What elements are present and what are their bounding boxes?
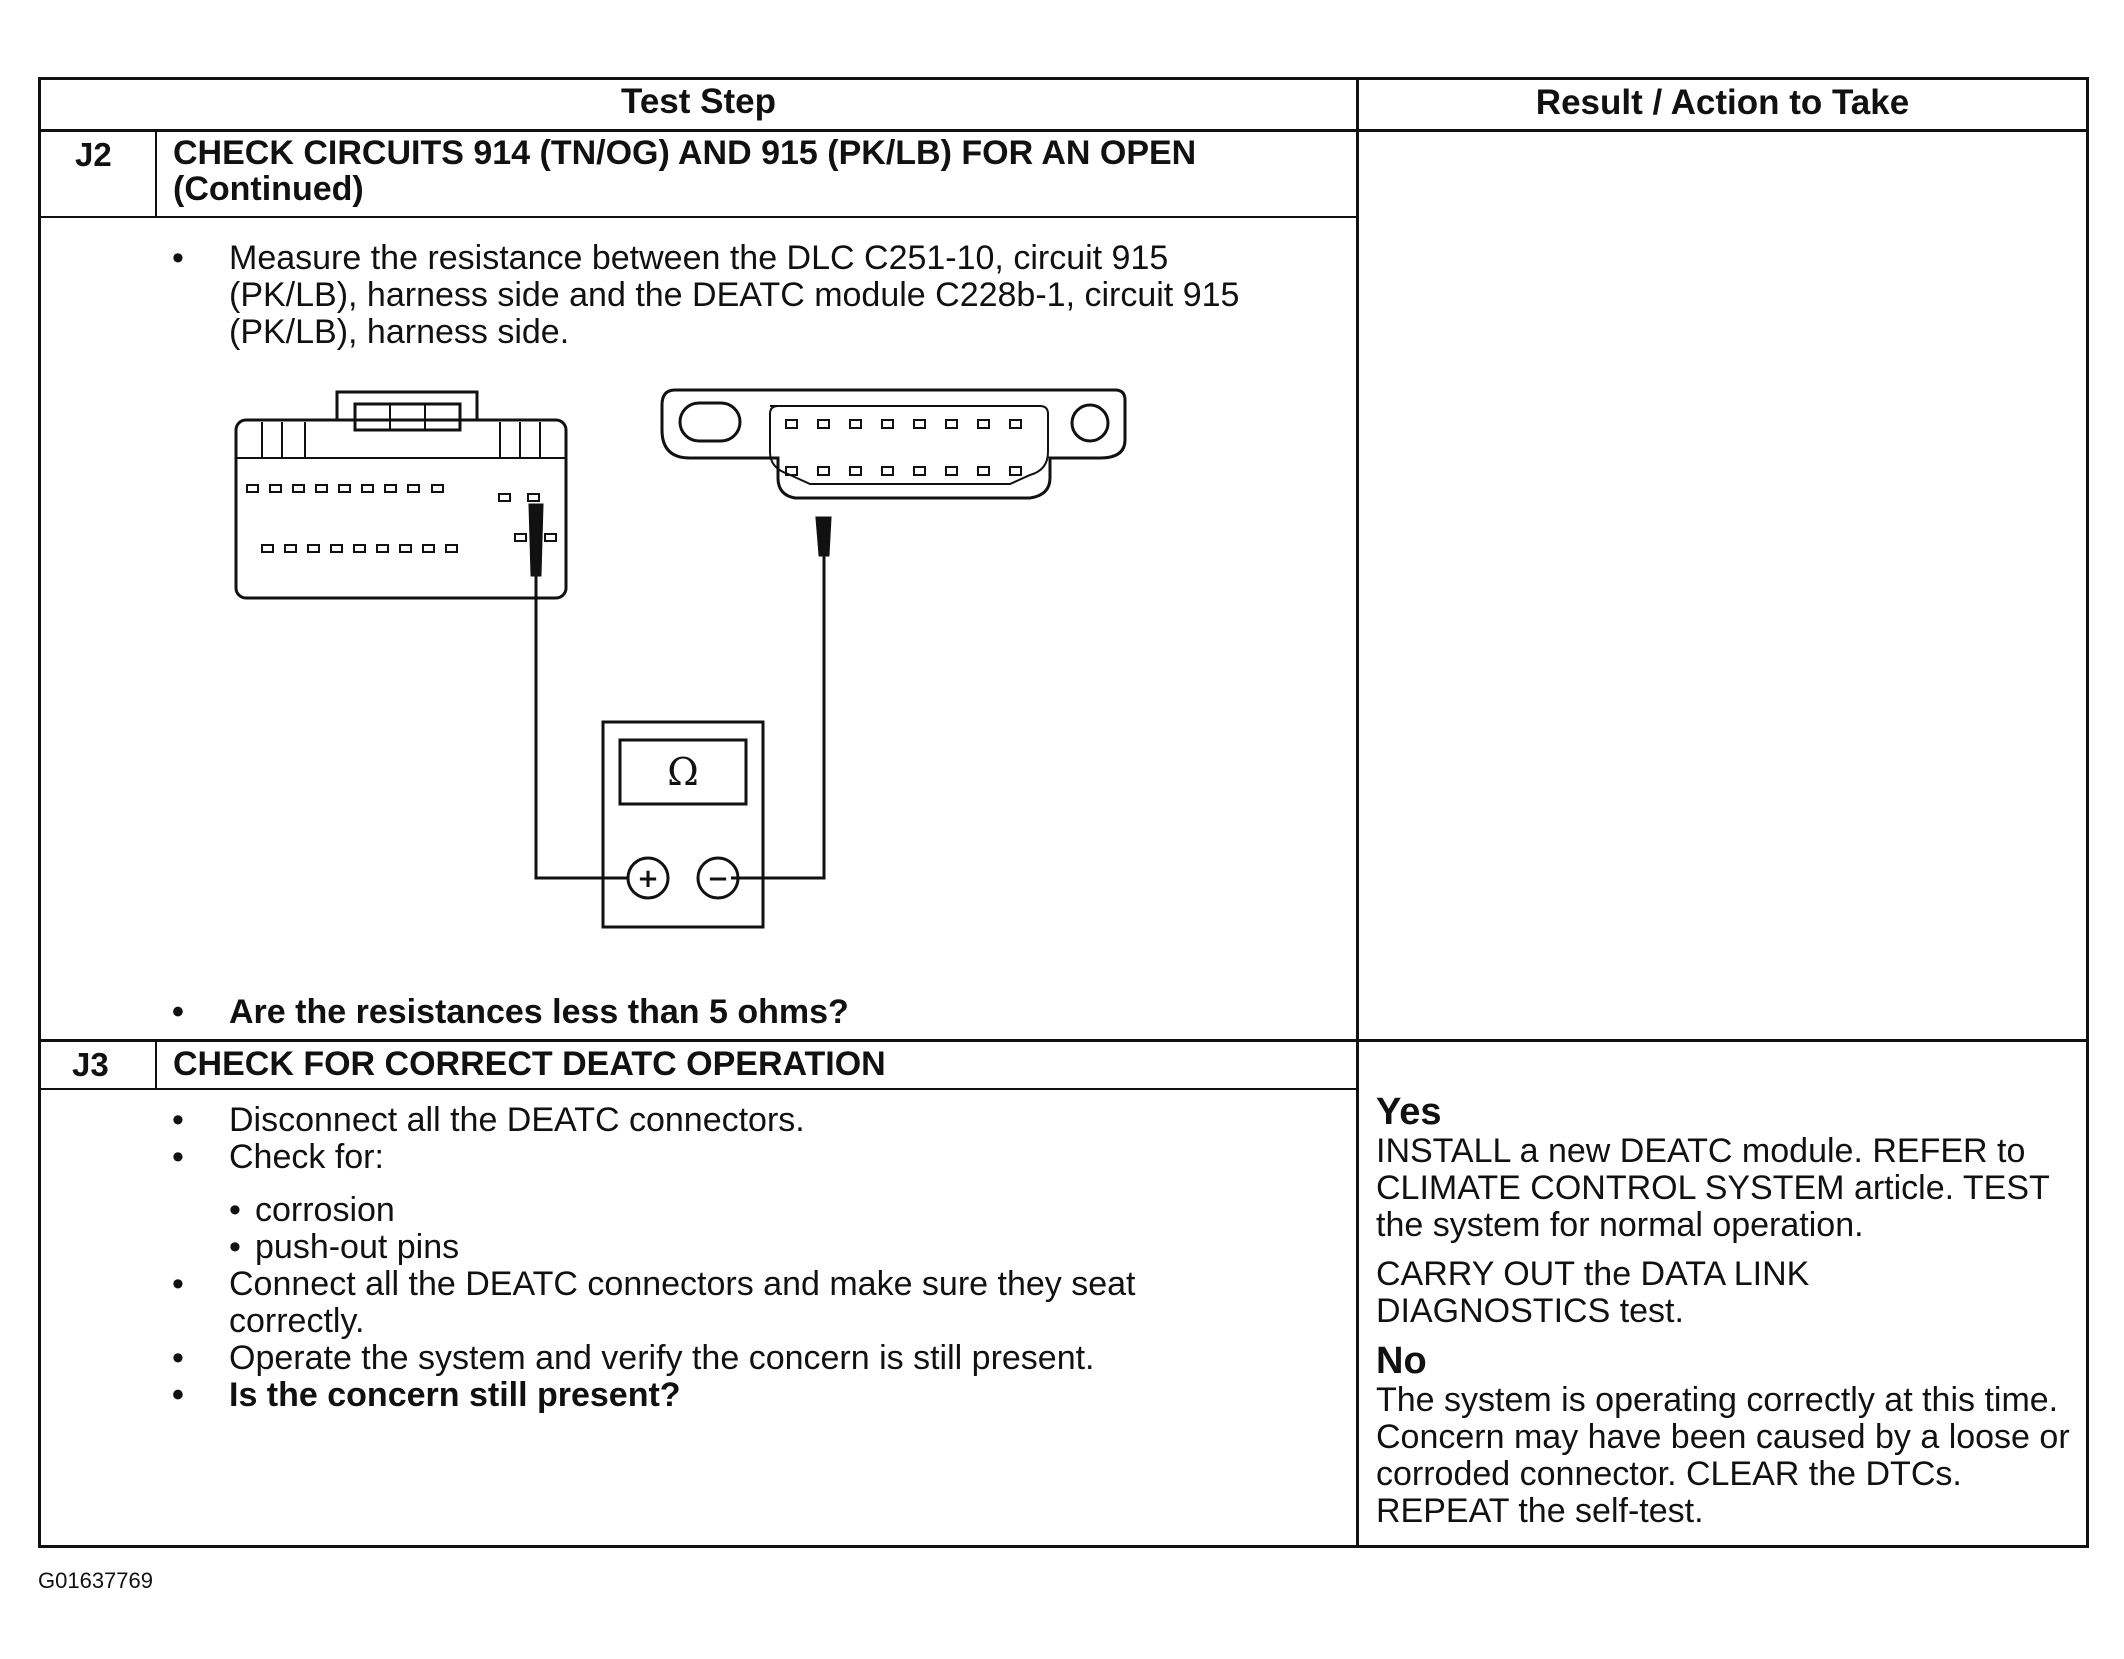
dlc-connector-icon xyxy=(660,388,1127,500)
step-id-j3: J3 xyxy=(72,1046,109,1083)
plus-terminal-label: + xyxy=(637,864,659,894)
header-row-divider xyxy=(38,129,2089,132)
multimeter-icon xyxy=(601,720,765,929)
figure-reference: G01637769 xyxy=(38,1568,153,1593)
j3-question: Is the concern still present? xyxy=(172,1377,1322,1415)
step-title-j3: CHECK FOR CORRECT DEATC OPERATION xyxy=(173,1045,886,1083)
lead-wire-positive xyxy=(534,575,628,880)
j2-question-list: Are the resistances less than 5 ohms? xyxy=(172,994,1302,1032)
j3-sub-item-corrosion: corrosion xyxy=(229,1192,1322,1230)
table-border-bottom xyxy=(38,1545,2089,1548)
j2-title-divider xyxy=(38,216,1359,218)
result-yes-text-2: CARRY OUT the DATA LINK DIAGNOSTICS test… xyxy=(1376,1255,1810,1330)
j2-id-divider xyxy=(155,129,157,218)
table-border-top xyxy=(38,77,2089,80)
minus-terminal-label: − xyxy=(707,864,729,894)
result-yes-label: Yes xyxy=(1376,1091,1442,1133)
table-border-right xyxy=(2086,77,2089,1548)
j3-title-divider xyxy=(38,1088,1359,1090)
j3-list-top: Disconnect all the DEATC connectors. Che… xyxy=(172,1102,1322,1177)
ohm-symbol: Ω xyxy=(667,750,699,794)
j3-id-divider xyxy=(155,1039,157,1089)
left-probe-icon xyxy=(528,503,544,577)
table-border-left xyxy=(38,77,41,1548)
header-test-step: Test Step xyxy=(621,82,776,121)
lead-wire-negative xyxy=(731,555,826,880)
j3-sub-item-push-out-pins: push-out pins xyxy=(229,1229,1322,1267)
resistance-measurement-diagram: Ω + − xyxy=(234,388,1127,929)
step-title-j2: CHECK CIRCUITS 914 (TN/OG) AND 915 (PK/L… xyxy=(173,134,1197,208)
j3-item-operate: Operate the system and verify the concer… xyxy=(172,1340,1322,1378)
j3-instructions: Disconnect all the DEATC connectors. Che… xyxy=(172,1102,1322,1415)
j3-result: Yes INSTALL a new DEATC module. REFER to… xyxy=(1376,1091,2084,1530)
j3-item-check-for: Check for: xyxy=(172,1139,1322,1177)
result-no-text: The system is operating correctly at thi… xyxy=(1376,1381,2070,1530)
j3-item-connect: Connect all the DEATC connectors and mak… xyxy=(172,1266,1322,1340)
j2-instruction-list: Measure the resistance between the DLC C… xyxy=(172,240,1302,351)
j3-item-disconnect: Disconnect all the DEATC connectors. xyxy=(172,1102,1322,1140)
j3-list-bottom: Connect all the DEATC connectors and mak… xyxy=(172,1266,1322,1415)
j2-question: Are the resistances less than 5 ohms? xyxy=(172,994,1302,1032)
column-divider xyxy=(1356,77,1359,1548)
deatc-connector-icon xyxy=(234,390,568,600)
j2-j3-row-divider xyxy=(38,1039,2089,1042)
header-result-action: Result / Action to Take xyxy=(1535,83,1910,122)
result-no-label: No xyxy=(1376,1340,1427,1382)
right-probe-icon xyxy=(815,516,832,557)
result-yes-text-1: INSTALL a new DEATC module. REFER to CLI… xyxy=(1376,1132,2050,1244)
j3-sub-list: corrosion push-out pins xyxy=(229,1192,1322,1267)
j2-instruction: Measure the resistance between the DLC C… xyxy=(172,240,1302,351)
step-id-j2: J2 xyxy=(75,136,112,173)
